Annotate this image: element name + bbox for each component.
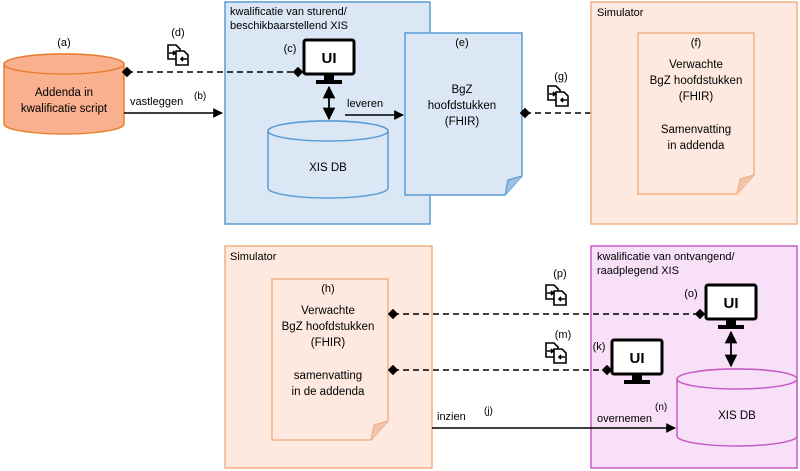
receiving-xis-database [676, 368, 798, 447]
document-exchange-icon [545, 284, 567, 306]
sending-system-title-line1: kwalificatie van sturend/ [230, 6, 348, 18]
document-exchange-icon [547, 85, 569, 107]
sending-system-title-line2: beschikbaarstellend XIS [230, 20, 348, 32]
document-e-line3: (FHIR) [445, 116, 480, 128]
bgz-document-e [404, 32, 523, 196]
document-h-label: (h) [321, 283, 334, 295]
document-f-line2: BgZ hoofdstukken [650, 75, 743, 87]
document-h-line4: samenvatting [294, 370, 362, 382]
ui-o-label: (o) [684, 288, 697, 300]
receiving-system-title-line1: kwalificatie van ontvangend/ [597, 251, 736, 263]
simulator-bottom-title: Simulator [230, 251, 277, 263]
ui-k-label: (k) [593, 341, 606, 353]
sending-xis-database [267, 120, 389, 199]
exchange-p-label: (p) [553, 268, 566, 280]
inzien-label: inzien [437, 411, 466, 423]
expected-document-h [271, 278, 389, 441]
leveren-label: leveren [347, 98, 383, 110]
monitor-with-ui-text-icon: UI [704, 283, 758, 331]
inzien-j-label: (j) [484, 406, 493, 417]
document-f-line5: in addenda [668, 140, 726, 152]
vastleggen-label: vastleggen [130, 96, 183, 108]
vastleggen-b-label: (b) [194, 91, 206, 102]
overnemen-label: overnemen [597, 413, 652, 425]
sending-db-label: XIS DB [309, 162, 347, 174]
ui-c-text: UI [322, 50, 337, 67]
addenda-text-line1: Addenda in [35, 87, 93, 99]
overnemen-n-label: (n) [655, 402, 667, 413]
document-f-line4: Samenvatting [661, 124, 731, 136]
addenda-text-line2: kwalificatie script [21, 103, 108, 115]
receiving-db-label: XIS DB [718, 410, 756, 422]
ui-o-text: UI [724, 295, 739, 312]
document-exchange-icon [167, 44, 189, 66]
document-h-line2: BgZ hoofdstukken [282, 321, 375, 333]
exchange-m-label: (m) [555, 329, 572, 341]
monitor-with-ui-text-icon: UI [610, 338, 664, 386]
document-f-label: (f) [691, 37, 701, 49]
addenda-label: (a) [57, 37, 70, 49]
document-f-line1: Verwachte [669, 59, 723, 71]
document-h-line5: in de addenda [292, 386, 366, 398]
document-h-line3: (FHIR) [311, 337, 346, 349]
document-e-line1: BgZ [451, 84, 472, 96]
exchange-d-label: (d) [171, 27, 184, 39]
expected-document-f [637, 32, 755, 195]
document-exchange-icon [545, 342, 567, 364]
monitor-with-ui-text-icon: UI [302, 38, 356, 86]
ui-c-label: (c) [284, 43, 297, 55]
document-h-line1: Verwachte [301, 305, 355, 317]
receiving-system-title-line2: raadplegend XIS [597, 265, 679, 277]
document-e-line2: hoofdstukken [428, 100, 496, 112]
document-e-label: (e) [455, 37, 468, 49]
addenda-database [3, 53, 125, 135]
ui-k-text: UI [630, 350, 645, 367]
document-f-line3: (FHIR) [679, 91, 714, 103]
exchange-g-label: (g) [554, 71, 567, 83]
simulator-top-title: Simulator [597, 7, 644, 19]
